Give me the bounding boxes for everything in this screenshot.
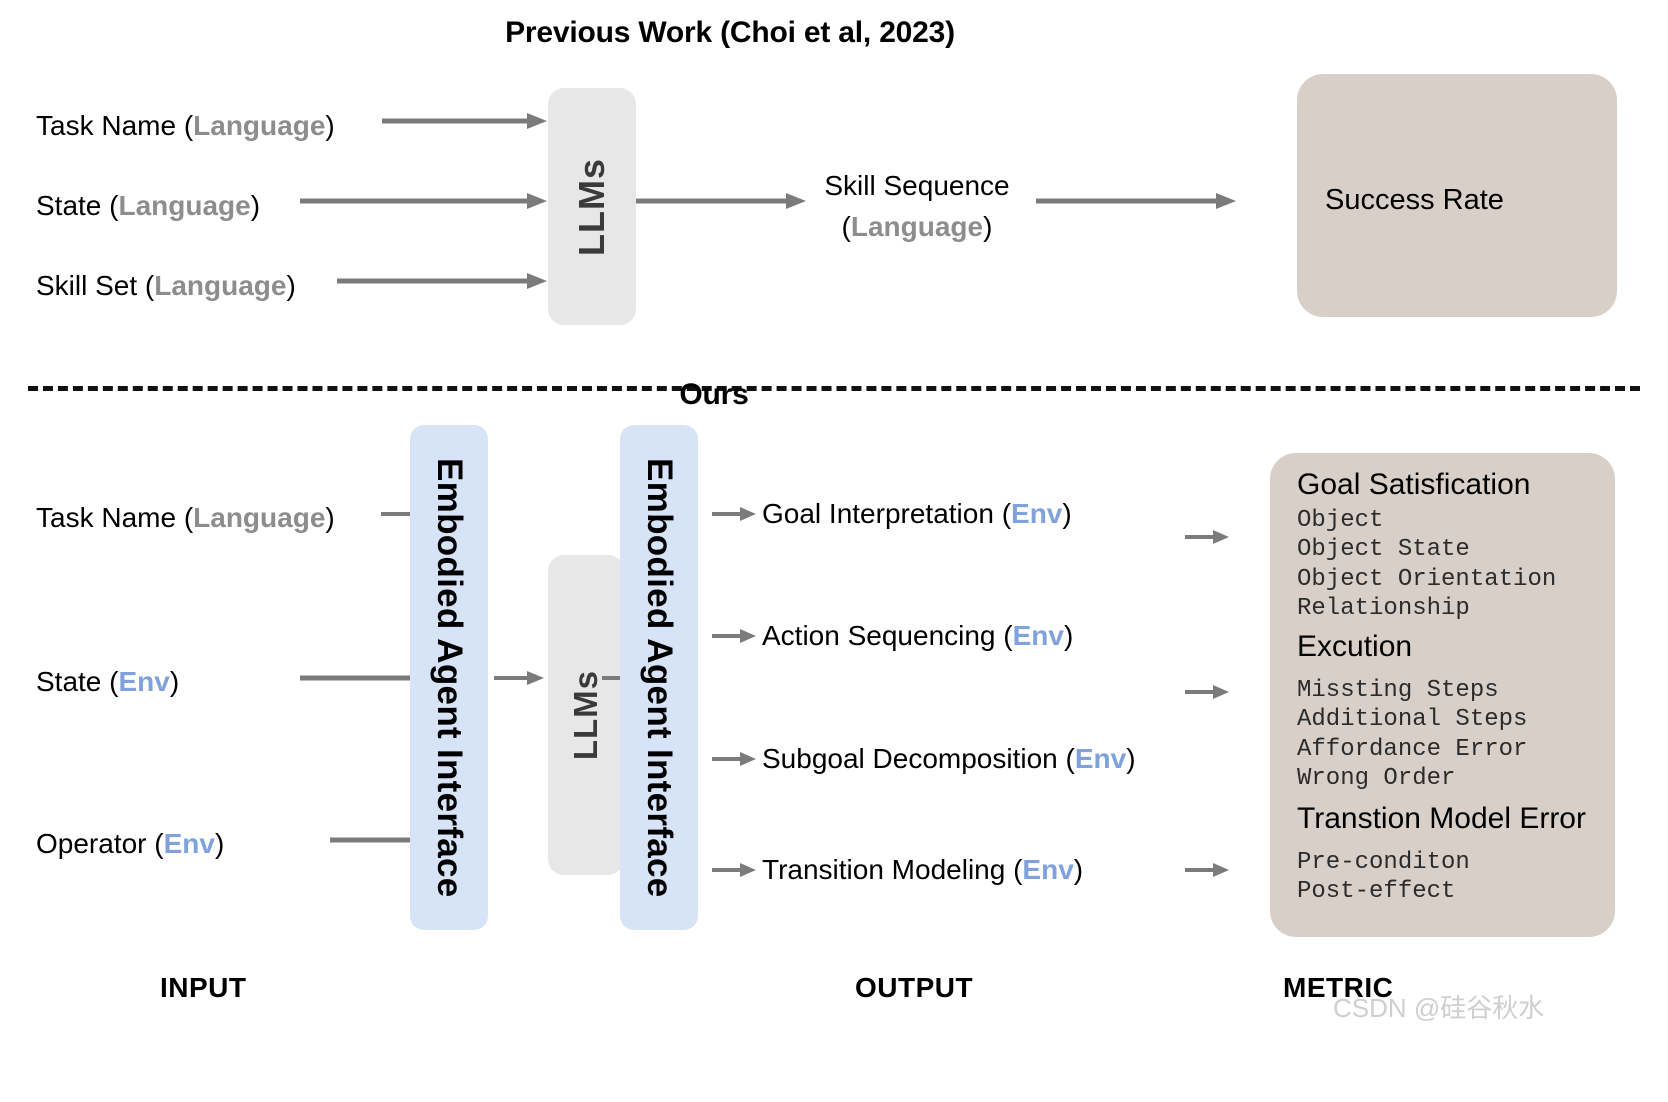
prev-arrow-skill-set [337,273,547,289]
ours-output-subgoal-decomposition-text: Subgoal Decomposition ( [762,743,1075,774]
prev-input-state-tag: Language [118,190,251,221]
metric-item: Object [1297,507,1384,534]
prev-arrow-to-success-rate [1036,193,1236,209]
caption-output: OUTPUT [855,972,974,1003]
prev-input-skill-set-tail: ) [286,270,296,301]
prev-arrow-state [300,193,547,209]
ours-output-goal-interpretation-text: Goal Interpretation ( [762,498,1012,529]
prev-input-state-text: State ( [36,190,119,221]
prev-output-paren-close: ) [983,211,993,242]
prev-arrow-task-name [382,113,547,129]
prev-output-tag: Language [850,211,984,242]
prev-llms-box: LLMs [548,88,636,325]
ours-eai-right-label: Embodied Agent Interface [640,457,679,898]
ours-output-subgoal-decomposition-tag: Env [1074,743,1127,774]
prev-success-rate-label: Success Rate [1325,184,1504,216]
ours-input-row-task-name: Task Name (Language) [36,504,335,532]
prev-input-task-name-tail: ) [325,110,335,141]
metric-item: Object Orientation [1297,565,1557,593]
metric-item: Relationship [1297,594,1470,622]
prev-output-line2: (Language) [815,213,1019,241]
prev-llms-label: LLMs [571,157,612,256]
prev-input-row-state: State (Language) [36,192,260,220]
ours-embodied-agent-interface-right: Embodied Agent Interface [620,425,698,930]
ours-output-action-sequencing: Action Sequencing (Env) [762,622,1073,650]
ours-input-state-text: State ( [36,666,119,697]
ours-output-goal-interpretation-tail: ) [1062,498,1072,529]
metric-item: Additional Steps [1297,706,1528,734]
previous-work-title: Previous Work (Choi et al, 2023) [505,16,955,49]
metric-heading-excution: Excution [1297,630,1413,663]
ours-output-transition-modeling-tail: ) [1073,854,1084,885]
ours-input-row-state: State (Env) [36,668,179,696]
metric-items-excution: Missting Steps Additional Steps Affordan… [1297,676,1527,793]
prev-input-state-tail: ) [250,190,261,221]
ours-input-task-name-text: Task Name ( [36,502,194,533]
ours-metric-box: Goal Satisfication Object Object State O… [1270,453,1615,937]
metric-item: Post-effect [1297,878,1456,906]
prev-input-skill-set-tag: Language [154,270,287,301]
ours-input-state-tail: ) [169,666,180,697]
prev-output-paren-open: ( [841,211,851,242]
ours-output-action-sequencing-tag: Env [1012,620,1064,651]
metric-items-transtion-model-error: Pre-conditon Post-effect [1297,848,1470,907]
metric-item: Pre-conditon [1297,849,1470,876]
caption-input: INPUT [160,972,247,1003]
ours-output-subgoal-decomposition: Subgoal Decomposition (Env) [762,745,1136,773]
ours-eai-left-label: Embodied Agent Interface [430,457,469,898]
ours-output-goal-interpretation: Goal Interpretation (Env) [762,500,1072,528]
ours-output-transition-modeling-text: Transition Modeling ( [762,854,1023,885]
ours-arrow-to-metric-execution [1185,685,1229,699]
metric-item: Object State [1297,536,1470,564]
prev-input-task-name-tag: Language [193,110,326,141]
ours-output-subgoal-decomposition-tail: ) [1126,743,1136,774]
prev-input-row-skill-set: Skill Set (Language) [36,272,296,300]
prev-arrow-to-skill-sequence [636,193,806,209]
ours-arrow-to-metric-transition [1185,863,1229,877]
prev-output-skill-sequence: Skill Sequence (Language) [815,172,1019,241]
ours-input-operator-tail: ) [214,828,225,859]
ours-output-goal-interpretation-tag: Env [1011,498,1063,529]
prev-input-task-name-text: Task Name ( [36,110,194,141]
ours-arrow-transition-modeling [712,863,756,877]
ours-output-action-sequencing-text: Action Sequencing ( [762,620,1013,651]
metric-heading-goal-satisfication: Goal Satisfication [1297,468,1531,501]
section-divider [28,386,1640,391]
ours-embodied-agent-interface-left: Embodied Agent Interface [410,425,488,930]
metric-heading-transtion-model-error: Transtion Model Error [1297,802,1586,835]
caption-metric: METRIC [1283,972,1394,1003]
ours-input-state-tag: Env [118,666,170,697]
ours-output-transition-modeling: Transition Modeling (Env) [762,856,1083,884]
ours-input-row-operator: Operator (Env) [36,830,224,858]
prev-input-row-task-name: Task Name (Language) [36,112,335,140]
ours-input-task-name-tail: ) [325,502,335,533]
prev-success-rate-box: Success Rate [1297,74,1617,317]
ours-llms-label: LLMs [567,669,604,761]
metric-items-goal-satisfication: Object Object State Object Orientation R… [1297,506,1556,623]
ours-input-task-name-tag: Language [193,502,326,533]
ours-arrow-goal-interpretation [712,507,756,521]
ours-title: Ours [679,378,749,411]
watermark: CSDN @硅谷秋水 [1333,993,1545,1023]
metric-item: Affordance Error [1297,735,1528,763]
prev-output-line1: Skill Sequence [824,170,1010,201]
prev-input-skill-set-text: Skill Set ( [36,270,155,301]
metric-item: Wrong Order [1297,764,1456,792]
ours-llms-box: LLMs [548,555,624,875]
ours-arrow-action-sequencing [712,629,756,643]
ours-arrow-eai-left-to-llms [494,671,544,685]
metric-item: Missting Steps [1297,677,1499,704]
ours-input-operator-tag: Env [163,828,215,859]
ours-output-action-sequencing-tail: ) [1063,620,1074,651]
ours-input-operator-text: Operator ( [36,828,164,859]
ours-output-transition-modeling-tag: Env [1022,854,1074,885]
ours-arrow-subgoal-decomposition [712,752,756,766]
ours-arrow-to-metric-goal [1185,530,1229,544]
